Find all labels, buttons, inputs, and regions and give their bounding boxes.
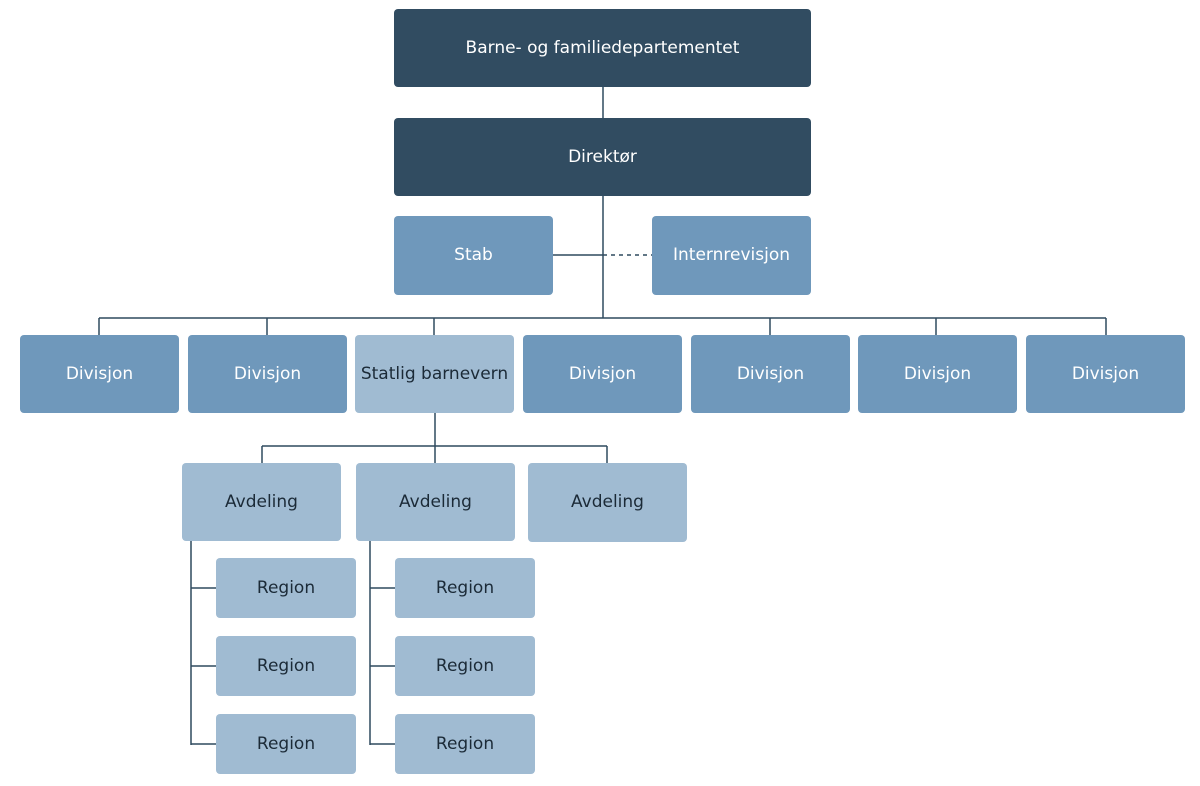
node-label: Region [435, 655, 495, 676]
node-label: Region [256, 577, 316, 598]
node-label: Region [435, 733, 495, 754]
node-label: Divisjon [65, 363, 134, 384]
node-label: Region [435, 577, 495, 598]
node-stab: Stab [394, 216, 553, 295]
node-label: Stab [454, 245, 493, 266]
node-division-6: Divisjon [858, 335, 1017, 413]
node-region-a-2: Region [216, 636, 356, 696]
node-label: Divisjon [903, 363, 972, 384]
node-avdeling-3: Avdeling [528, 463, 687, 542]
node-label: Statlig barnevern [360, 363, 509, 384]
node-region-a-3: Region [216, 714, 356, 774]
node-region-a-1: Region [216, 558, 356, 618]
node-internrevisjon: Internrevisjon [652, 216, 811, 295]
node-label: Avdeling [571, 492, 644, 513]
node-director: Direktør [394, 118, 811, 196]
node-avdeling-2: Avdeling [356, 463, 515, 541]
node-division-7: Divisjon [1026, 335, 1185, 413]
node-label: Divisjon [1071, 363, 1140, 384]
node-label: Avdeling [399, 491, 472, 512]
node-division-2: Divisjon [188, 335, 347, 413]
node-division-5: Divisjon [691, 335, 850, 413]
node-label: Divisjon [736, 363, 805, 384]
node-label: Avdeling [225, 491, 298, 512]
node-label: Region [256, 655, 316, 676]
node-department-ministry: Barne- og familiedepartementet [394, 9, 811, 87]
node-label: Barne- og familiedepartementet [465, 37, 740, 58]
node-avdeling-1: Avdeling [182, 463, 341, 541]
node-region-b-1: Region [395, 558, 535, 618]
node-region-b-3: Region [395, 714, 535, 774]
node-label: Region [256, 733, 316, 754]
node-label: Divisjon [233, 363, 302, 384]
node-label: Internrevisjon [673, 245, 790, 266]
node-statlig-barnevern: Statlig barnevern [355, 335, 514, 413]
node-region-b-2: Region [395, 636, 535, 696]
node-label: Divisjon [568, 363, 637, 384]
node-label: Direktør [568, 146, 637, 167]
node-division-4: Divisjon [523, 335, 682, 413]
node-division-1: Divisjon [20, 335, 179, 413]
